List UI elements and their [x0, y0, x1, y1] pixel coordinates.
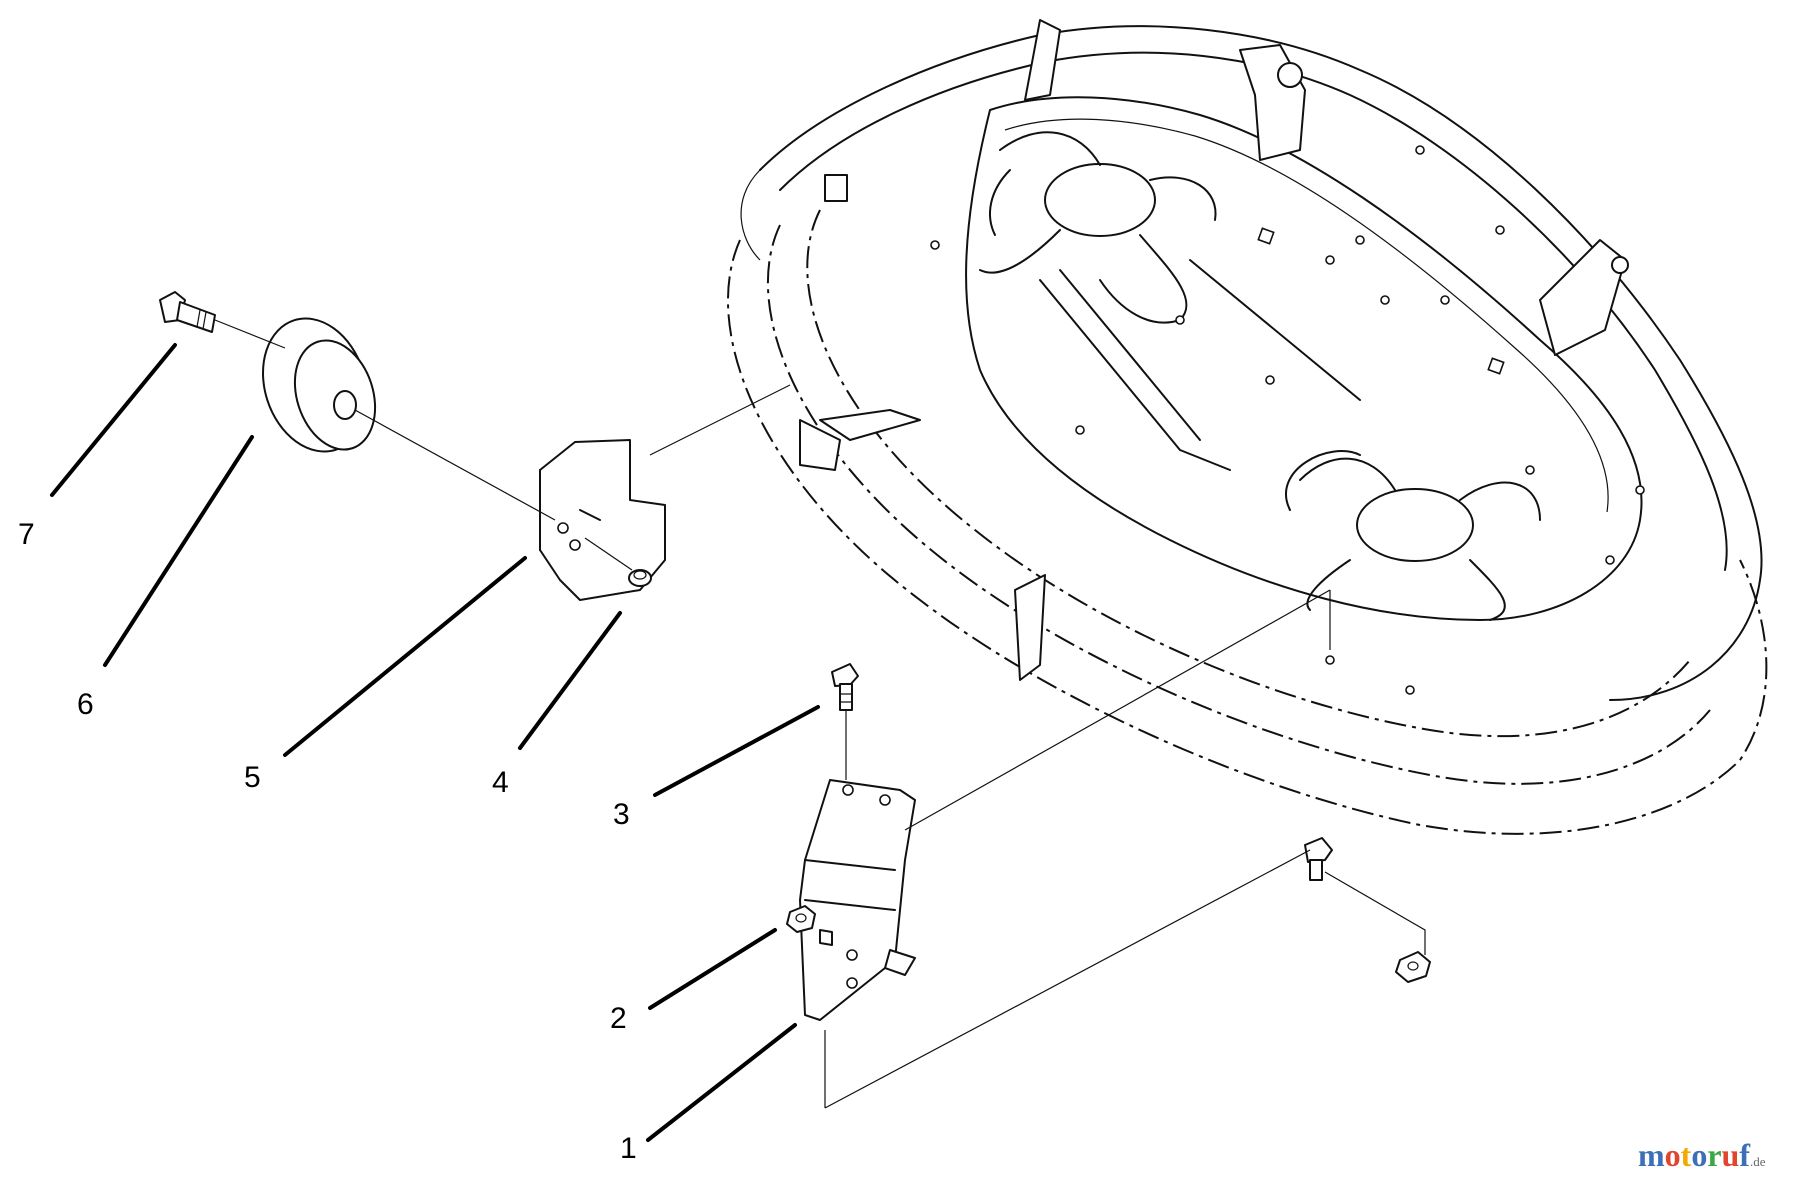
watermark-letter: t: [1680, 1137, 1692, 1173]
part-7-shoulder-bolt: [159, 291, 216, 333]
watermark-letter: f: [1739, 1137, 1750, 1173]
leader-4: [518, 611, 622, 750]
part-4-nut: [628, 569, 652, 587]
leader-1: [646, 1023, 797, 1142]
deck-mounting-holes: [930, 145, 1645, 695]
watermark-letter: r: [1707, 1137, 1722, 1173]
callout-7: 7: [18, 518, 35, 551]
part-6-deck-wheel: [262, 317, 377, 453]
part-5-wheel-bracket: [539, 439, 666, 601]
watermark-letters: motoruf: [1638, 1137, 1750, 1173]
deck-side-tab-upper: [819, 409, 921, 441]
callout-4: 4: [492, 766, 509, 799]
watermark-suffix: .de: [1749, 1154, 1766, 1169]
leader-2: [648, 928, 777, 1010]
leader-5: [283, 556, 527, 757]
watermark-letter: o: [1664, 1137, 1681, 1173]
watermark-letter: m: [1638, 1137, 1665, 1173]
right-spindle-mount: [1285, 450, 1541, 621]
leader-3: [653, 705, 820, 797]
deck-fastener-nut: [1395, 951, 1431, 983]
part-2-nut: [786, 905, 816, 933]
left-spindle-mount: [979, 131, 1217, 324]
deck-fastener-bolt: [1304, 837, 1333, 881]
watermark-letter: o: [1691, 1137, 1708, 1173]
callout-leaders: [50, 343, 820, 1142]
deck-side-tab-lower: [1014, 574, 1046, 681]
watermark-letter: u: [1721, 1137, 1740, 1173]
callout-3: 3: [613, 798, 630, 831]
callout-1: 1: [620, 1132, 637, 1165]
deck-front-bracket: [1239, 44, 1306, 161]
callout-2: 2: [610, 1002, 627, 1035]
leader-6: [103, 435, 254, 667]
motoruf-watermark-logo: motoruf.de: [1638, 1137, 1766, 1174]
part-1-anti-scalp-bracket: [799, 779, 916, 1021]
leader-7: [50, 343, 177, 497]
callout-5: 5: [244, 761, 261, 794]
assembly-centerlines: [214, 319, 1426, 1109]
deck-pin: [824, 174, 848, 202]
deck-rear-bracket: [1539, 239, 1626, 356]
callout-6: 6: [77, 688, 94, 721]
part-3-bolt: [831, 663, 859, 711]
mower-deck-housing: [727, 19, 1768, 835]
